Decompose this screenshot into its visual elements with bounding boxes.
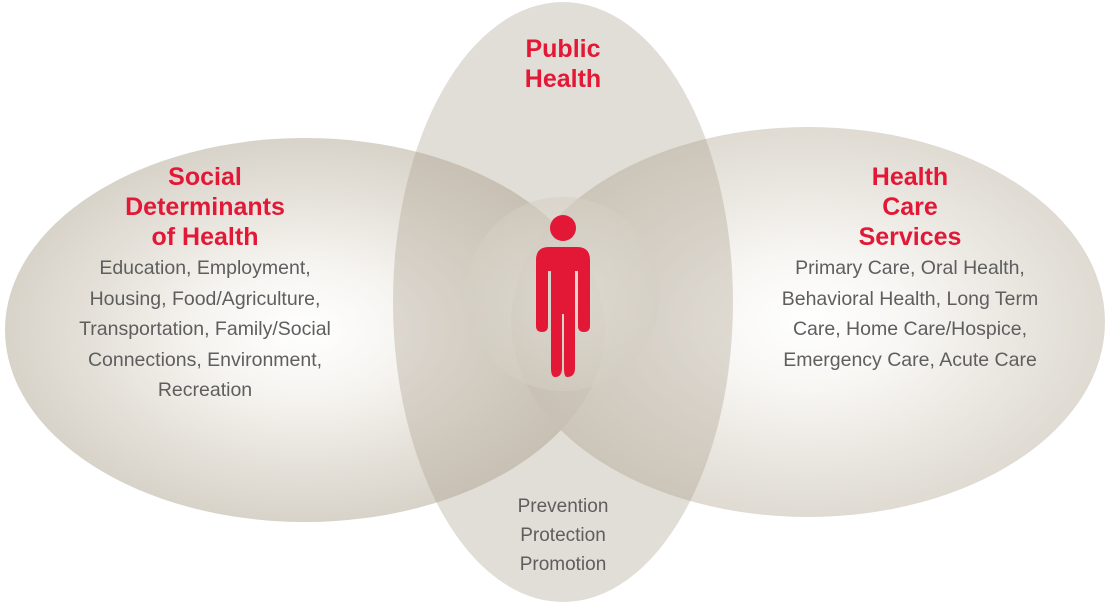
health-care-services-section: Health Care Services Primary Care, Oral …	[750, 162, 1070, 375]
public-health-item: Promotion	[519, 554, 607, 575]
public-health-item: Prevention	[517, 496, 609, 517]
health-care-services-text-line: Primary Care, Oral Health,	[795, 257, 1025, 279]
social-determinants-section: Social Determinants of Health Education,…	[55, 162, 355, 406]
social-determinants-text-line: Connections, Environment,	[87, 348, 323, 371]
public-health-title-line: Public	[525, 35, 601, 63]
health-care-services-title-line: Health	[871, 163, 949, 191]
social-determinants-title-line: Determinants	[125, 193, 285, 221]
public-health-title: Public Health	[483, 34, 643, 94]
public-health-title-line: Health	[524, 65, 602, 93]
social-determinants-text-line: Education, Employment,	[99, 257, 311, 279]
social-determinants-text-line: Housing, Food/Agriculture,	[89, 287, 321, 310]
health-care-services-title-line: Services	[858, 223, 962, 251]
social-determinants-ellipse	[5, 138, 605, 522]
health-care-services-ellipse	[511, 127, 1105, 517]
health-care-services-text-line: Care, Home Care/Hospice,	[792, 318, 1028, 340]
public-health-items: Prevention Protection Promotion	[483, 492, 643, 579]
health-care-services-text-line: Emergency Care, Acute Care	[783, 348, 1037, 371]
person-icon	[536, 215, 590, 377]
health-care-services-title-line: Care	[882, 193, 938, 221]
health-care-services-text-line: Behavioral Health, Long Term	[781, 287, 1039, 310]
social-determinants-title-line: of Health	[151, 223, 259, 251]
social-determinants-text-line: Recreation	[157, 379, 253, 401]
public-health-item: Protection	[520, 525, 606, 546]
social-determinants-title-line: Social	[168, 163, 242, 191]
social-determinants-text-line: Transportation, Family/Social	[79, 318, 331, 340]
